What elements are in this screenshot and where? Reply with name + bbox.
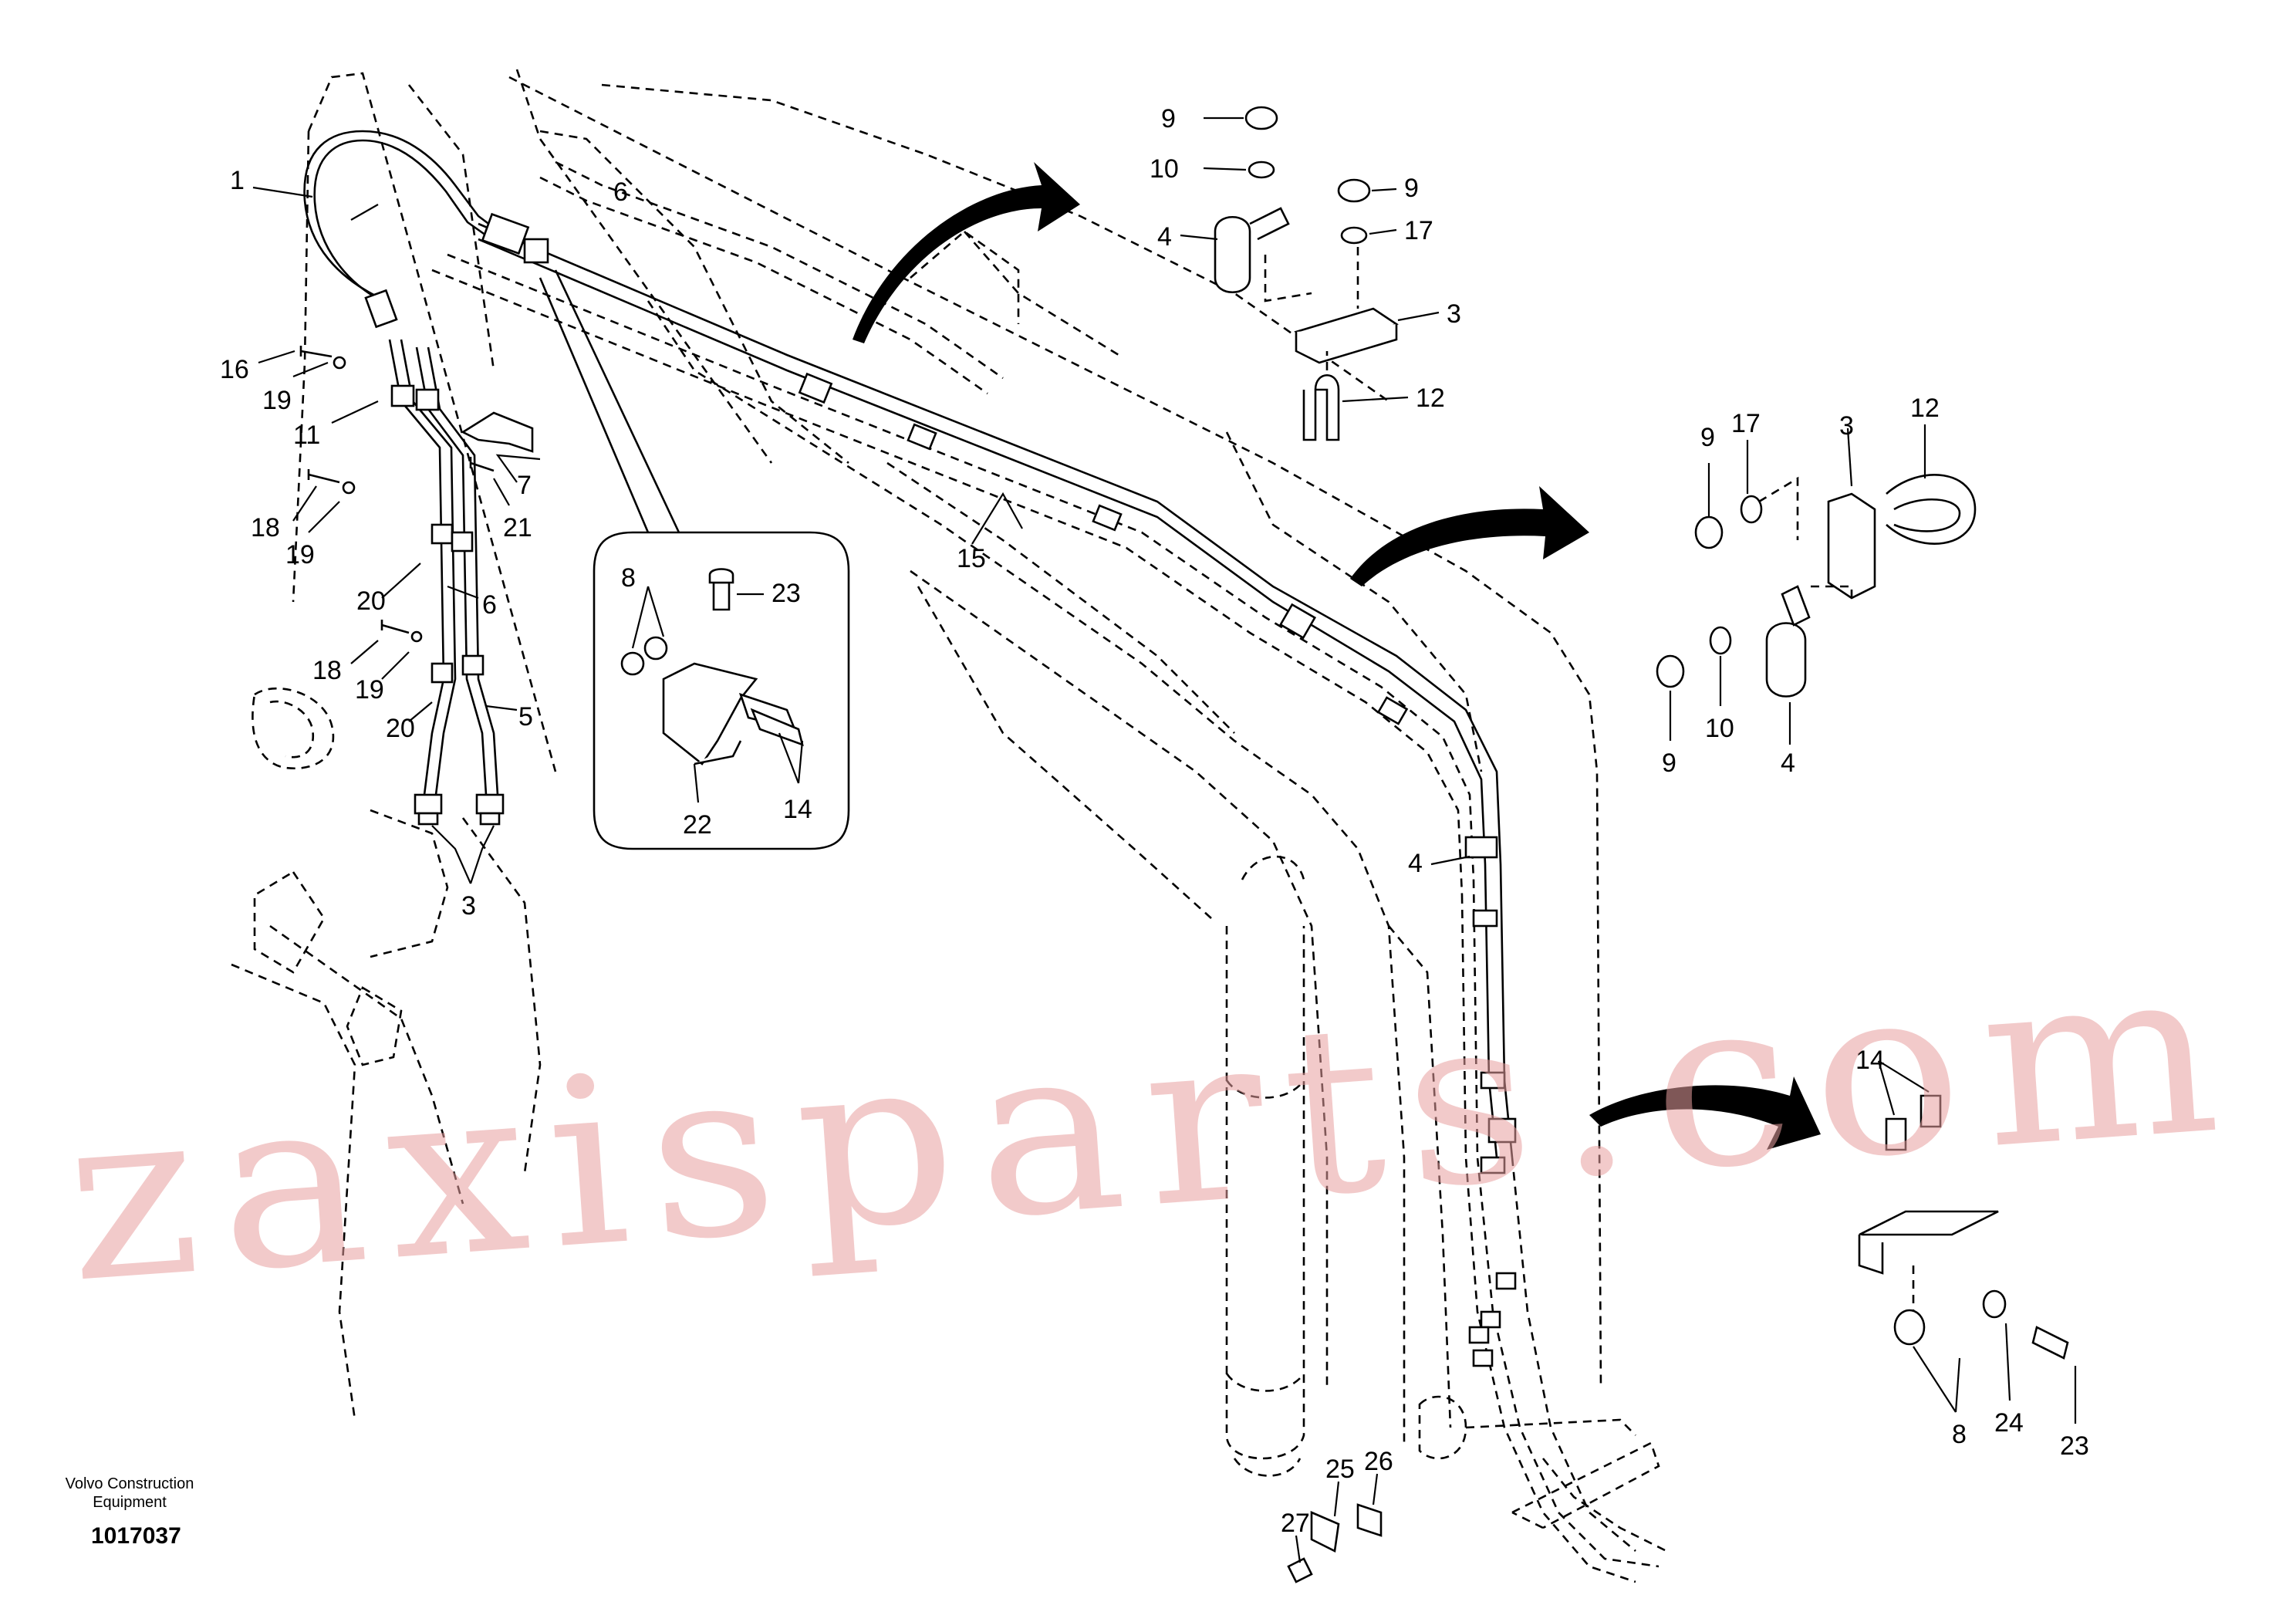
callout-26: 26 bbox=[1364, 1447, 1393, 1476]
callout-detail2-12: 12 bbox=[1416, 384, 1445, 413]
callout-detail2-10: 10 bbox=[1150, 154, 1179, 184]
callout-18-a: 18 bbox=[251, 513, 280, 542]
bottom-clip-parts bbox=[1287, 1503, 1383, 1583]
callout-5: 5 bbox=[518, 702, 533, 732]
callout-detail4-8: 8 bbox=[1952, 1420, 1967, 1449]
callout-detail2-9-a: 9 bbox=[1161, 104, 1176, 133]
watermark: zaxisparts.com bbox=[58, 914, 2247, 1334]
callout-labels: 1 16 19 11 7 21 18 19 20 6 18 19 20 5 3 … bbox=[220, 104, 2089, 1538]
callout-21: 21 bbox=[503, 513, 532, 542]
lines-5-6 bbox=[388, 339, 505, 826]
detail-view-3 bbox=[1656, 474, 1977, 698]
callout-detail1-8: 8 bbox=[621, 563, 636, 593]
drawing-number: 1017037 bbox=[91, 1523, 181, 1549]
detail-view-1 bbox=[539, 269, 850, 850]
caption-company-line-1: Volvo Construction bbox=[66, 1475, 194, 1492]
callout-detail3-9-b: 9 bbox=[1662, 748, 1676, 778]
callout-detail3-9-a: 9 bbox=[1700, 423, 1715, 452]
callout-16: 16 bbox=[220, 355, 249, 384]
callout-4-main: 4 bbox=[1408, 849, 1423, 878]
callout-detail3-12: 12 bbox=[1910, 394, 1940, 423]
arrow-to-detail-2 bbox=[853, 162, 1080, 343]
caption-company-line-2: Equipment bbox=[93, 1494, 167, 1511]
drawing-caption: Volvo Construction Equipment 1017037 bbox=[66, 1475, 194, 1549]
callout-20-a: 20 bbox=[356, 586, 386, 616]
callout-25: 25 bbox=[1325, 1455, 1355, 1484]
boom-outline bbox=[231, 69, 1667, 1553]
callout-6-b: 6 bbox=[613, 177, 628, 207]
watermark-text: zaxisparts.com bbox=[58, 914, 2247, 1334]
callout-detail2-3: 3 bbox=[1447, 299, 1461, 329]
callout-3-main: 3 bbox=[461, 891, 476, 921]
left-fasteners bbox=[299, 346, 534, 643]
callout-detail2-17: 17 bbox=[1404, 216, 1433, 245]
callout-detail4-23: 23 bbox=[2060, 1431, 2089, 1461]
callout-detail3-3: 3 bbox=[1839, 411, 1854, 441]
callout-18-b: 18 bbox=[312, 656, 342, 685]
arrow-to-detail-4 bbox=[1589, 1076, 1821, 1150]
callout-detail4-14: 14 bbox=[1855, 1046, 1885, 1075]
callout-7: 7 bbox=[517, 471, 532, 500]
callout-detail4-24: 24 bbox=[1994, 1408, 2024, 1438]
callout-20-b: 20 bbox=[386, 714, 415, 743]
callout-detail2-9-b: 9 bbox=[1404, 174, 1419, 203]
arrow-to-detail-3 bbox=[1350, 486, 1589, 586]
callout-11: 11 bbox=[293, 421, 320, 450]
callout-6-a: 6 bbox=[482, 590, 497, 620]
callout-detail1-14: 14 bbox=[783, 795, 812, 824]
callout-detail1-22: 22 bbox=[683, 810, 712, 840]
boom-hose-bundle bbox=[431, 161, 1660, 1583]
detail-view-2 bbox=[1214, 106, 1399, 441]
hose-1-loop bbox=[303, 130, 549, 329]
callout-19-a: 19 bbox=[262, 386, 292, 415]
leader-lines bbox=[252, 117, 2077, 1563]
callout-27: 27 bbox=[1281, 1509, 1310, 1538]
detail-view-4 bbox=[1858, 1094, 2069, 1360]
callout-detail3-4: 4 bbox=[1781, 748, 1795, 778]
callout-detail3-10: 10 bbox=[1705, 714, 1734, 743]
callout-15: 15 bbox=[957, 544, 986, 573]
callout-detail1-23: 23 bbox=[772, 579, 801, 608]
callout-detail2-4: 4 bbox=[1157, 222, 1172, 252]
callout-1: 1 bbox=[230, 166, 245, 195]
callout-19-b: 19 bbox=[285, 540, 315, 569]
callout-19-c: 19 bbox=[355, 675, 384, 705]
callout-detail3-17: 17 bbox=[1731, 409, 1761, 438]
